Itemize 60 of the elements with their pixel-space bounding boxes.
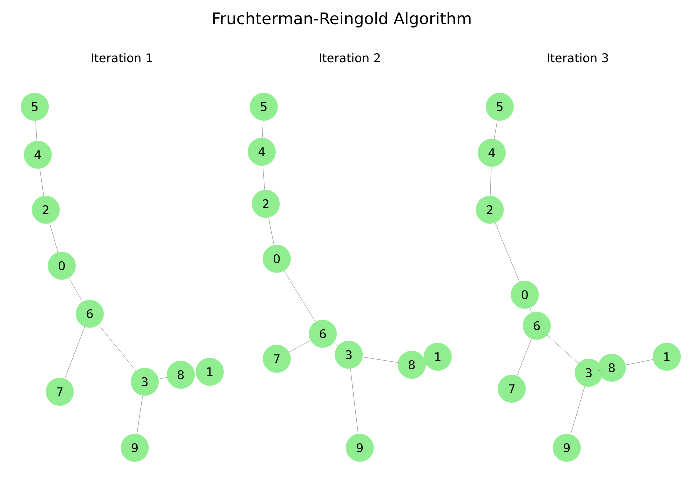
panel-title: Iteration 2 bbox=[320, 53, 380, 63]
edge-line bbox=[284, 270, 316, 322]
graph-node: 2 bbox=[476, 196, 504, 224]
edge-line bbox=[40, 168, 44, 196]
graph-node: 8 bbox=[598, 354, 626, 382]
graph-node: 5 bbox=[21, 93, 49, 121]
graph-node: 4 bbox=[478, 139, 506, 167]
edge-line bbox=[598, 370, 604, 372]
edge-line bbox=[494, 120, 498, 140]
graph-node: 5 bbox=[486, 93, 514, 121]
edge-line bbox=[547, 335, 579, 364]
title: Fruchterman-Reingold Algorithm bbox=[213, 12, 471, 28]
edge-line bbox=[517, 339, 532, 376]
graph-node: 8 bbox=[398, 351, 426, 379]
graph-node: 4 bbox=[248, 138, 276, 166]
edge-line bbox=[570, 386, 586, 435]
edge-line bbox=[334, 342, 338, 346]
graph-node: 2 bbox=[32, 196, 60, 224]
edge-line bbox=[50, 223, 58, 253]
edge-line bbox=[530, 308, 532, 313]
graph-node: 1 bbox=[196, 358, 224, 386]
graph-node: 2 bbox=[252, 190, 280, 218]
graph-node: 9 bbox=[346, 434, 374, 462]
graph-node: 9 bbox=[553, 434, 581, 462]
edge-line bbox=[64, 327, 86, 379]
graph-node: 6 bbox=[523, 312, 551, 340]
graph-node: 7 bbox=[263, 345, 291, 373]
edge-line bbox=[495, 222, 520, 282]
graph-node: 7 bbox=[46, 378, 74, 406]
graph-node: 3 bbox=[131, 368, 159, 396]
edge-line bbox=[262, 120, 264, 138]
edge-line bbox=[158, 378, 168, 380]
graph-node: 0 bbox=[48, 252, 76, 280]
edge-line bbox=[268, 218, 274, 246]
graph-node: 1 bbox=[653, 343, 682, 371]
graph-node: 1 bbox=[424, 343, 452, 371]
panel-title: Iteration 1 bbox=[92, 53, 152, 63]
node-label: 8 bbox=[609, 363, 615, 373]
edge-line bbox=[36, 120, 38, 142]
edge-line bbox=[289, 340, 311, 352]
edge-line bbox=[262, 166, 266, 190]
edge-line bbox=[136, 396, 144, 434]
graph-node: 3 bbox=[335, 341, 363, 369]
edge-line bbox=[626, 360, 654, 366]
graph-node: 9 bbox=[121, 434, 149, 462]
graph-node: 4 bbox=[24, 141, 52, 169]
graph-node: 6 bbox=[309, 320, 337, 348]
graph-node: 7 bbox=[498, 375, 526, 403]
graph-node: 8 bbox=[167, 361, 195, 389]
graph-node: 0 bbox=[511, 281, 539, 309]
edge-line bbox=[68, 278, 84, 302]
graph-node: 6 bbox=[76, 300, 104, 328]
node-label: 3 bbox=[586, 368, 592, 378]
graph-node: 0 bbox=[263, 245, 291, 273]
edge-line bbox=[490, 166, 492, 196]
edge-line bbox=[350, 368, 359, 434]
edge-line bbox=[362, 357, 398, 363]
graph-node: 5 bbox=[250, 93, 278, 121]
panel-title: Iteration 3 bbox=[548, 53, 608, 63]
edge-line bbox=[98, 324, 136, 372]
